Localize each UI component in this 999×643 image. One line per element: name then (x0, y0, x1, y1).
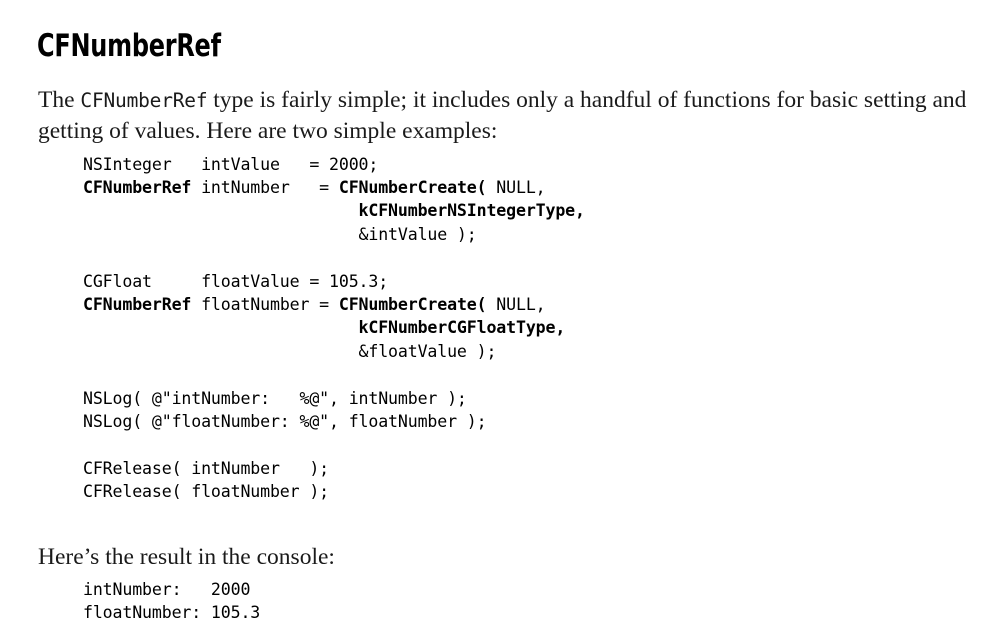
code-line: kCFNumberNSIntegerType, (83, 199, 585, 222)
code-line: CFRelease( intNumber ); (83, 458, 330, 478)
inline-code-cfnumberref: CFNumberRef (80, 88, 208, 112)
code-line: CFNumberRef floatNumber = CFNumberCreate… (83, 293, 585, 316)
code-line: NSInteger intValue = 2000; (83, 154, 379, 174)
page-title: CFNumberRef (37, 27, 221, 64)
code-keyword: CFNumberCreate( (338, 295, 487, 315)
code-text: floatNumber = (191, 295, 339, 315)
code-line-blank (83, 363, 585, 386)
code-text: intNumber = (191, 178, 339, 197)
code-keyword: kCFNumberCGFloatType, (83, 318, 566, 338)
code-line: intNumber: 2000 (83, 579, 251, 599)
code-keyword: CFNumberCreate( (338, 178, 487, 197)
code-line: NSLog( @"intNumber: %@", intNumber ); (83, 388, 467, 408)
code-line: floatNumber: 105.3 (83, 603, 261, 622)
code-line-blank (83, 246, 585, 269)
code-line: CGFloat floatValue = 105.3; (83, 271, 389, 291)
code-listing: NSInteger intValue = 2000;CFNumberRef in… (83, 153, 585, 504)
intro-paragraph: The CFNumberRef type is fairly simple; i… (38, 85, 968, 147)
code-line-blank (83, 433, 585, 456)
console-lead-paragraph: Here’s the result in the console: (38, 543, 335, 570)
code-line: kCFNumberCGFloatType, (83, 316, 585, 339)
code-keyword: CFNumberRef (83, 295, 192, 315)
code-line: CFRelease( floatNumber ); (83, 482, 330, 502)
code-text: NULL, (486, 295, 546, 315)
code-keyword: kCFNumberNSIntegerType, (83, 201, 585, 221)
code-text: NULL, (486, 178, 546, 197)
code-line: &intValue ); (83, 224, 477, 244)
intro-text-after: type is fairly simple; it includes only … (38, 86, 967, 144)
code-line: CFNumberRef intNumber = CFNumberCreate( … (83, 176, 585, 199)
code-line: &floatValue ); (83, 341, 497, 361)
code-keyword: CFNumberRef (83, 178, 192, 197)
code-line: NSLog( @"floatNumber: %@", floatNumber )… (83, 412, 487, 432)
intro-text-before: The (38, 86, 81, 113)
console-output-listing: intNumber: 2000 floatNumber: 105.3 (83, 578, 260, 625)
